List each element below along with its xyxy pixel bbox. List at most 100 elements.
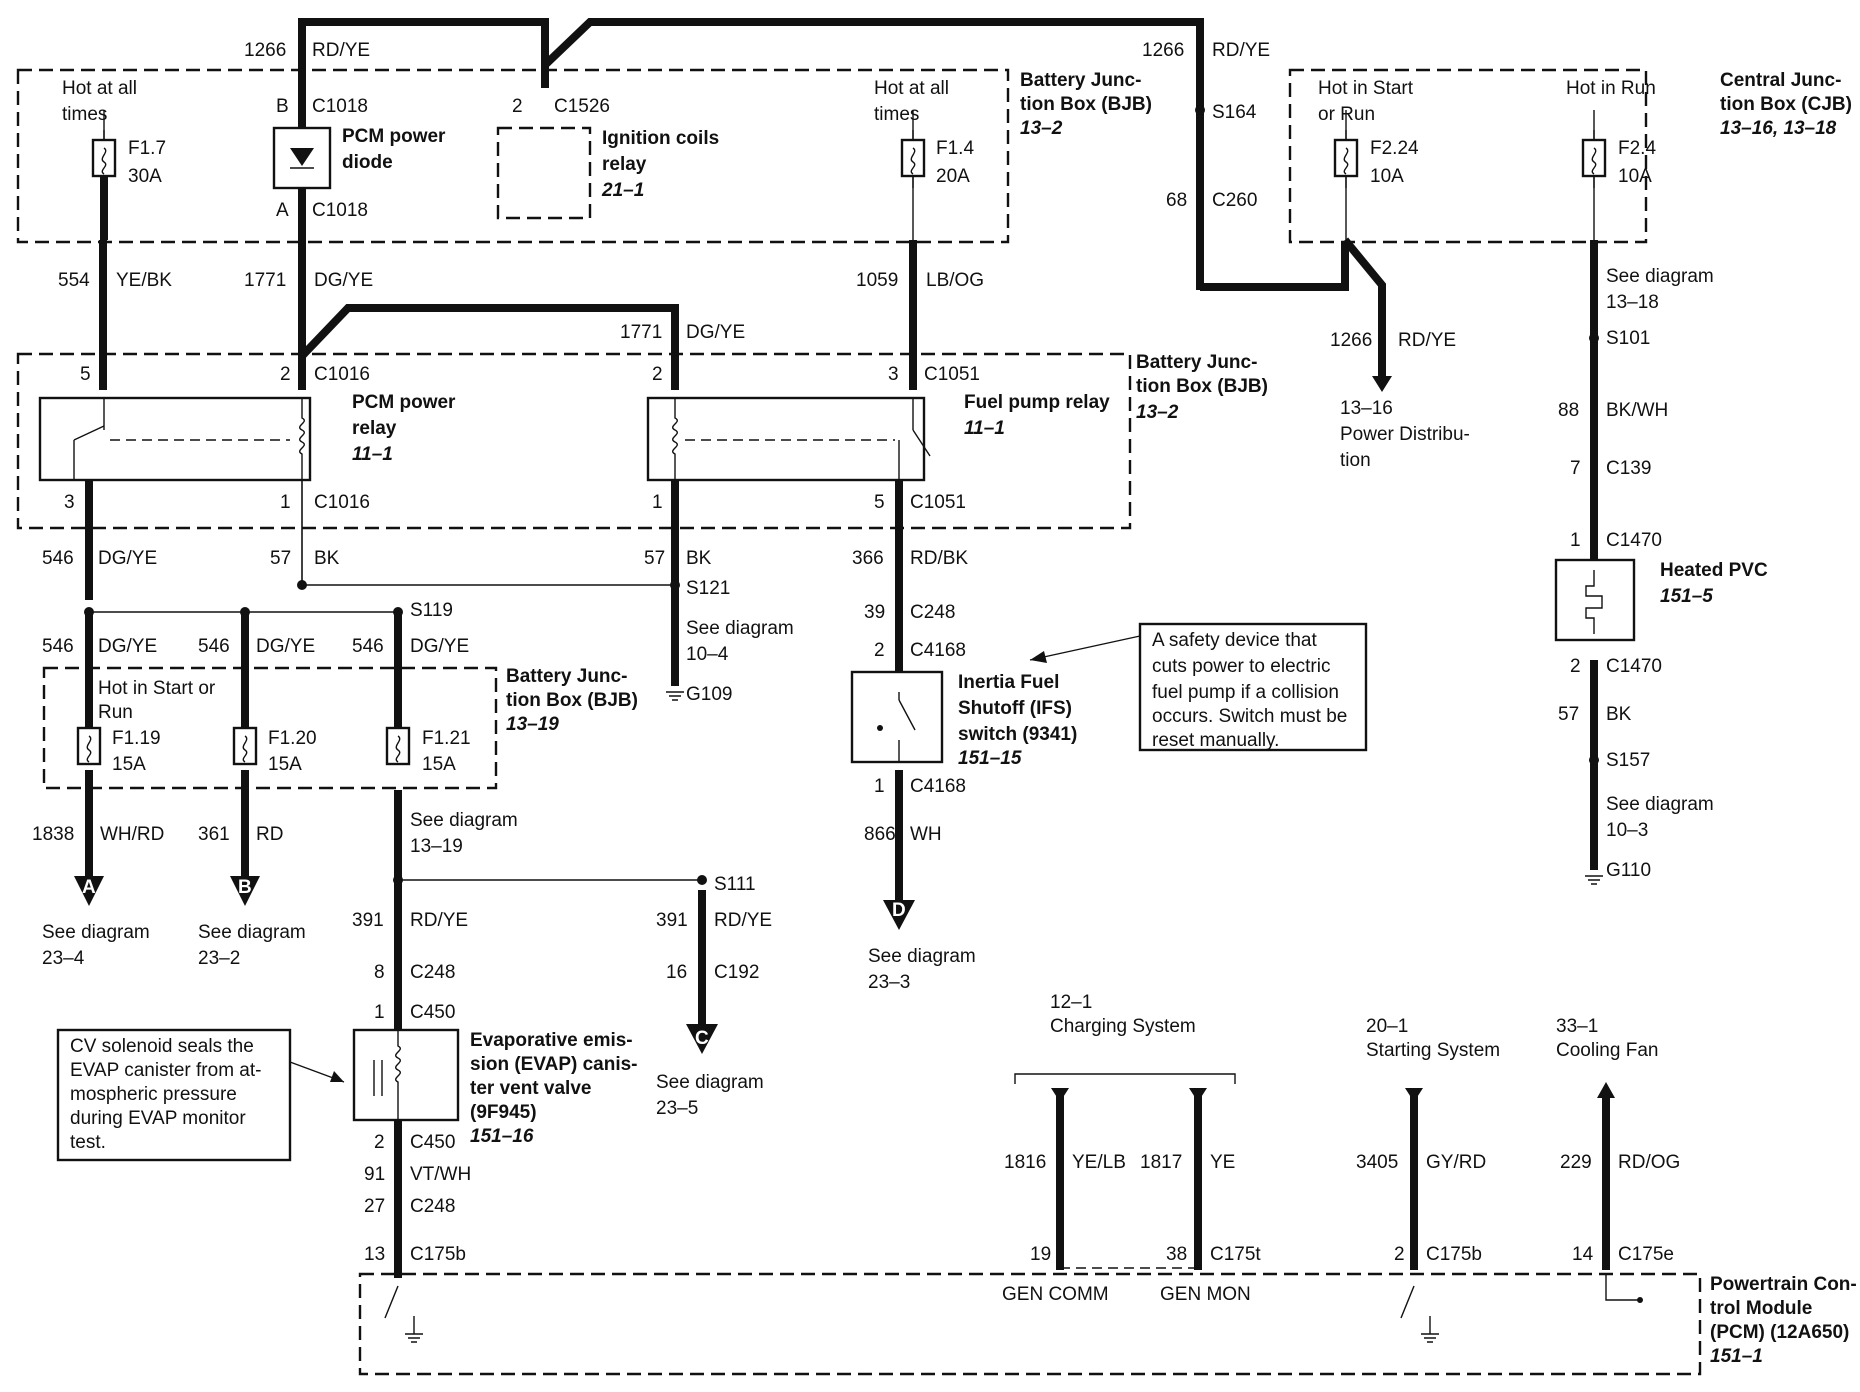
- see-diagram: See diagram: [410, 810, 518, 831]
- box-title: tion Box (CJB): [1720, 94, 1852, 115]
- see-diagram: 23–3: [868, 972, 910, 993]
- ifs-note-pointer: [1029, 635, 1141, 661]
- pin: 68: [1166, 190, 1187, 211]
- connector: C1526: [554, 96, 610, 117]
- splice: S164: [1212, 102, 1257, 123]
- hot-label: Hot in Start: [1318, 78, 1414, 99]
- wire-color: RD/YE: [714, 910, 772, 931]
- see-diagram: 13–18: [1606, 292, 1659, 313]
- splice: S111: [714, 874, 756, 895]
- connector: C1470: [1606, 530, 1662, 551]
- wire-num: 57: [1558, 704, 1579, 725]
- ign-relay-label: relay: [602, 154, 647, 175]
- relay-label: PCM power: [352, 392, 456, 413]
- relay-ref: 11–1: [352, 444, 393, 465]
- hot-label: Hot in Start or: [98, 678, 216, 699]
- wire-color: DG/YE: [686, 322, 745, 343]
- connector: C260: [1212, 190, 1257, 211]
- fuse-name: F2.4: [1618, 138, 1656, 159]
- box-title: Powertrain Con-: [1710, 1274, 1857, 1295]
- inertia-switch-icon: [850, 670, 944, 764]
- wire-num: 1059: [856, 270, 898, 291]
- connector: C175b: [410, 1244, 466, 1265]
- wire-color: RD/BK: [910, 548, 968, 569]
- see-diagram: 23–2: [198, 948, 240, 969]
- pin: 1: [280, 492, 291, 513]
- diode-icon: [272, 110, 332, 205]
- ifs-label: switch (9341): [958, 724, 1077, 745]
- connector: C4168: [910, 776, 966, 797]
- ground-label: G109: [686, 684, 732, 705]
- hot-label: or Run: [1318, 104, 1375, 125]
- evap-ref: 151–16: [470, 1126, 534, 1147]
- wire-color: RD/YE: [1398, 330, 1456, 351]
- cjb-box: [1288, 68, 1648, 244]
- pin: 2: [1394, 1244, 1405, 1265]
- signal-wires: [89, 240, 1598, 1269]
- wire-color: WH: [910, 824, 942, 845]
- relay-ref: 11–1: [964, 418, 1005, 439]
- wire-num: 391: [656, 910, 688, 931]
- diode-label: PCM power: [342, 126, 446, 147]
- ref-label: Charging System: [1050, 1016, 1196, 1037]
- wire-color: VT/WH: [410, 1164, 471, 1185]
- fuse-amps: 20A: [936, 166, 970, 187]
- wire-num: 546: [352, 636, 384, 657]
- ground-icon: [666, 691, 1603, 885]
- charging-bracket: [1014, 1073, 1236, 1084]
- wire-num: 1266: [1330, 330, 1372, 351]
- pin: 8: [374, 962, 385, 983]
- connector: C1018: [312, 96, 368, 117]
- pin: 39: [864, 602, 885, 623]
- ref: 33–1: [1556, 1016, 1598, 1037]
- pin: 14: [1572, 1244, 1594, 1265]
- wire-num: 366: [852, 548, 884, 569]
- ignition-relay-box: [496, 126, 592, 220]
- box-ref: 13–16, 13–18: [1720, 118, 1837, 139]
- evap-label: Evaporative emis-: [470, 1030, 633, 1051]
- wire-color: RD/YE: [1212, 40, 1270, 61]
- ifs-label: Inertia Fuel: [958, 672, 1059, 693]
- fuse-icon: [91, 110, 1607, 240]
- pin: 2: [374, 1132, 385, 1153]
- see-diagram: See diagram: [1606, 794, 1714, 815]
- note-line: A safety device that: [1152, 630, 1317, 651]
- connector: C139: [1606, 458, 1651, 479]
- wire-num: 361: [198, 824, 230, 845]
- fuse-name: F1.4: [936, 138, 974, 159]
- wire-num: 57: [644, 548, 665, 569]
- connector: C1016: [314, 492, 370, 513]
- ground-label: G110: [1606, 860, 1651, 881]
- wire-color: RD: [256, 824, 283, 845]
- splice: S119: [410, 600, 453, 621]
- connector: C192: [714, 962, 759, 983]
- note-line: during EVAP monitor: [70, 1108, 246, 1129]
- fuel-pump-relay-icon: [646, 396, 931, 482]
- box-title: trol Module: [1710, 1298, 1812, 1319]
- power-wires: [85, 18, 1610, 1278]
- wire-color: DG/YE: [98, 548, 157, 569]
- wire-color: RD/YE: [410, 910, 468, 931]
- see-diagram: See diagram: [1606, 266, 1714, 287]
- fuse-amps: 10A: [1370, 166, 1404, 187]
- wire-num: 1266: [1142, 40, 1184, 61]
- fuse-amps: 15A: [112, 754, 146, 775]
- pin: 2: [1570, 656, 1581, 677]
- connector: C175b: [1426, 1244, 1482, 1265]
- box-title: Battery Junc-: [506, 666, 627, 687]
- splice-dots: [84, 105, 1599, 885]
- wire-num: 554: [58, 270, 90, 291]
- note-line: CV solenoid seals the: [70, 1036, 254, 1057]
- ign-relay-label: Ignition coils: [602, 128, 719, 149]
- arrow-letter: B: [238, 877, 252, 898]
- wire-num: 91: [364, 1164, 385, 1185]
- bjb-low-box: [42, 666, 498, 790]
- ref: 13–16: [1340, 398, 1393, 419]
- see-diagram: 23–4: [42, 948, 85, 969]
- wire-color: RD/OG: [1618, 1152, 1680, 1173]
- note-line: test.: [70, 1132, 106, 1153]
- fuse-name: F1.19: [112, 728, 161, 749]
- see-diagram: 13–19: [410, 836, 463, 857]
- box-title: Battery Junc-: [1136, 352, 1257, 373]
- evap-valve-icon: [352, 1028, 460, 1122]
